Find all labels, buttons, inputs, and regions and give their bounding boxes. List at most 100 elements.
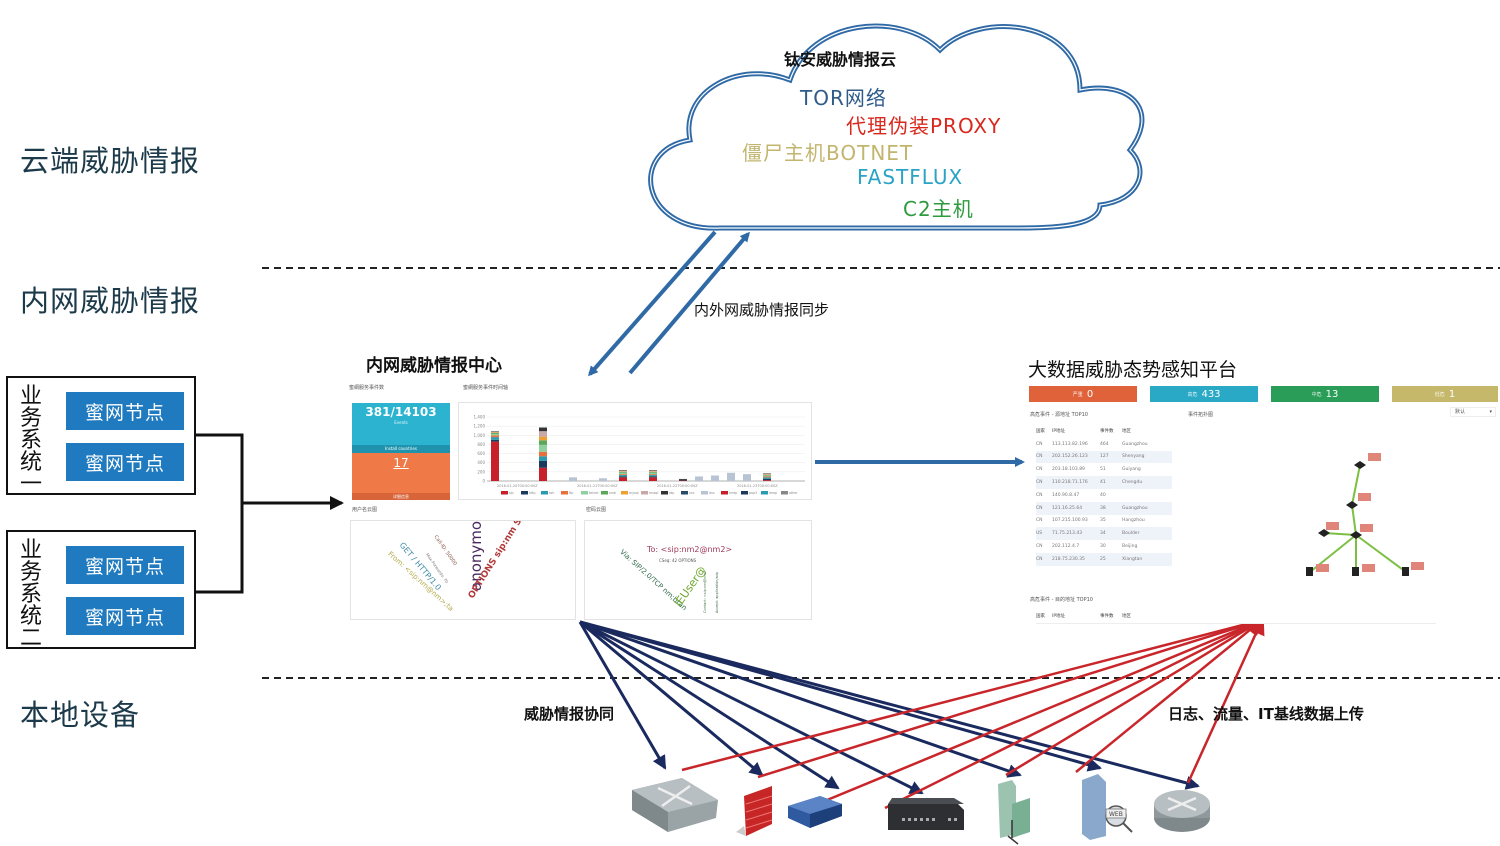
cloud-title: 钛安威胁情报云 [784,50,897,69]
legend-label: sip [509,491,514,495]
kpi-critical[interactable]: 严重 0 [1029,386,1137,402]
legend-swatch [601,491,608,495]
security-appliance-icon[interactable] [788,796,842,828]
bar-segment [539,467,547,481]
web-server-icon[interactable]: WEB [1082,774,1133,840]
switch-icon[interactable] [632,778,718,832]
table-cell: 107.215.100.93 [1052,518,1088,524]
bar-segment [649,475,657,477]
y-tick-label: 800 [477,442,485,447]
edge-label-intel-coordination: 威胁情报协同 [524,705,615,723]
word: Contact: <sip:nm@nm> [703,570,707,613]
bar-segment [491,435,499,438]
layer-label-intranet: 内网威胁情报 [20,284,201,318]
topology-badge [1326,522,1339,530]
table-cell: 464 [1100,441,1109,447]
router-icon[interactable] [1154,790,1210,832]
legend-label: mysql [629,491,639,495]
topology-badge [1358,493,1371,501]
legend-swatch [761,491,768,495]
kpi-low-value: 1 [1448,388,1456,400]
intel-coordination-edge [579,620,840,790]
topology-badge [1368,453,1381,461]
bar-segment [695,476,703,481]
table-cell: 38 [1100,505,1106,511]
counter-footer-link[interactable]: 详细信息 [352,493,450,500]
business-system-2-name: 业务系统二 [19,538,42,651]
honeynet-node[interactable]: 蜜网节点 [66,392,184,430]
y-tick-label: 0 [482,479,485,484]
server-icon[interactable] [998,780,1030,845]
col-header: 地区 [1122,429,1131,435]
table-cell: CN [1036,505,1043,511]
legend-swatch [741,491,748,495]
kpi-critical-label: 严重 [1072,391,1083,398]
legend-label: mssql [649,491,658,495]
honeynet-node[interactable]: 蜜网节点 [66,546,184,584]
local-devices: WEB [632,774,1210,845]
topology-node-icon [1306,567,1313,576]
legend-label: ftp [569,491,573,495]
bar-segment [619,472,627,475]
table-cell: 41 [1100,480,1106,486]
table-cell: 34 [1100,531,1106,537]
firewall-icon[interactable] [736,786,773,836]
legend-swatch [781,491,788,495]
intel-center-title: 内网威胁情报中心 [366,356,502,376]
kpi-critical-value: 0 [1086,388,1094,400]
bar-segment [763,473,771,475]
topology-node-icon [1352,567,1359,576]
legend-label: smtp [729,491,737,495]
y-tick-label: 1,400 [474,415,486,420]
y-tick-label: 200 [477,469,485,474]
table-cell: 127 [1100,454,1109,460]
table-cell: CN [1036,441,1043,447]
kpi-high[interactable]: 高危 433 [1150,386,1258,402]
bar-segment [763,480,771,481]
kpi-medium[interactable]: 中危 13 [1271,386,1379,402]
network-switch-icon[interactable] [888,798,964,830]
table-cell: CN [1036,518,1043,524]
bar-segment [649,476,657,478]
kpi-high-label: 高危 [1187,391,1198,398]
topology-select[interactable]: 默认 ▾ [1450,407,1496,417]
business-system-1-name: 业务系统一 [19,384,42,497]
bar-segment [619,474,627,476]
table-cell: Xiangtan [1122,556,1143,562]
honeynet-node[interactable]: 蜜网节点 [66,597,184,635]
table-cell: CN [1036,480,1043,486]
platform-title: 大数据威胁态势感知平台 [1028,359,1238,381]
table-cell: 202.152.26.123 [1052,454,1088,460]
counter-main-value: 381/14103 [365,405,437,419]
bar-segment [619,471,627,473]
kpi-low-label: 低危 [1434,391,1445,398]
legend-label: other [789,491,798,495]
table-cell: Guangzhou [1122,505,1148,511]
topology-node-icon [1350,531,1362,539]
kpi-high-value: 433 [1201,388,1221,400]
table-cell: Shenyang [1122,454,1145,460]
col-header: 国家 [1036,614,1045,620]
legend-swatch [541,491,548,495]
counter-band: Install countries [352,445,450,453]
panel-timeline-title: 蜜網服务事件时间轴 [463,385,509,391]
data-upload-edge [884,618,1266,810]
kpi-medium-value: 13 [1325,388,1339,400]
col-header: 事件数 [1100,429,1114,435]
layer-label-local: 本地设备 [20,698,141,732]
honeynet-node[interactable]: 蜜网节点 [66,443,184,481]
bar-segment [619,470,627,472]
kpi-low[interactable]: 低危 1 [1392,386,1498,402]
legend-swatch [701,491,708,495]
legend-label: imap [769,491,777,495]
